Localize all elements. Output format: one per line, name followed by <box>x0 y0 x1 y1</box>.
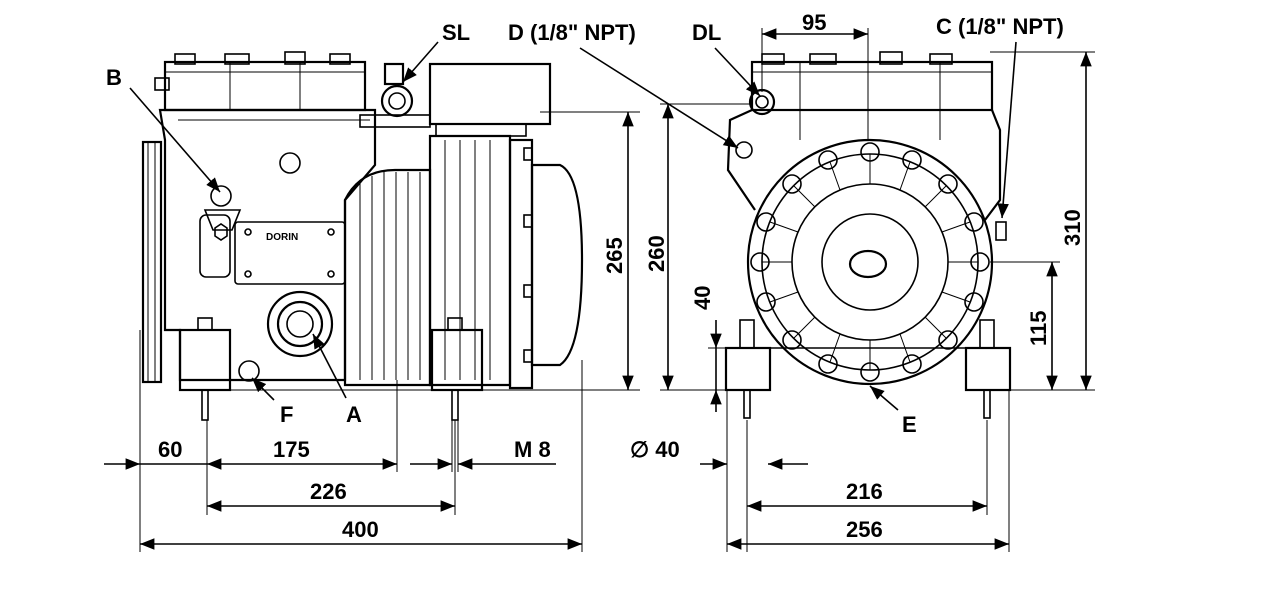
dim-256: 256 <box>846 517 883 542</box>
cylinder-head <box>154 51 367 112</box>
end-view <box>724 51 1012 419</box>
dim-diameter-40: ∅ 40 <box>630 437 680 462</box>
callout-dl: DL <box>692 20 721 45</box>
callout-c: C (1/8" NPT) <box>936 14 1064 39</box>
end-feet <box>724 319 1012 419</box>
leaders <box>129 41 1017 411</box>
end-dimensions <box>660 28 1095 552</box>
cover-bolts <box>750 142 990 382</box>
callout-a: A <box>346 402 362 427</box>
callout-sl: SL <box>442 20 470 45</box>
end-head <box>726 51 1007 241</box>
callout-f: F <box>280 402 293 427</box>
side-dimensions <box>104 111 640 552</box>
cover-ribs <box>762 154 978 370</box>
dim-115: 115 <box>1026 311 1051 347</box>
callout-b: B <box>106 65 122 90</box>
dim-400: 400 <box>342 517 379 542</box>
dim-265: 265 <box>602 237 627 274</box>
dim-216: 216 <box>846 479 883 504</box>
suction-valve <box>359 62 431 128</box>
finned-motor <box>343 62 584 390</box>
dim-226: 226 <box>310 479 347 504</box>
dim-260: 260 <box>644 235 669 272</box>
feet <box>178 317 484 421</box>
side-view: DORIN <box>141 51 584 421</box>
dim-175: 175 <box>273 437 310 462</box>
dim-310: 310 <box>1060 209 1085 246</box>
crankcase-body: DORIN <box>158 108 377 382</box>
left-flange <box>141 140 163 384</box>
callout-d: D (1/8" NPT) <box>508 20 636 45</box>
callout-e: E <box>902 412 917 437</box>
dim-60: 60 <box>158 437 182 462</box>
brand-plate: DORIN <box>266 232 298 243</box>
dim-40-vertical: 40 <box>690 286 715 310</box>
dim-m8: M 8 <box>514 437 551 462</box>
dim-95: 95 <box>802 10 826 35</box>
